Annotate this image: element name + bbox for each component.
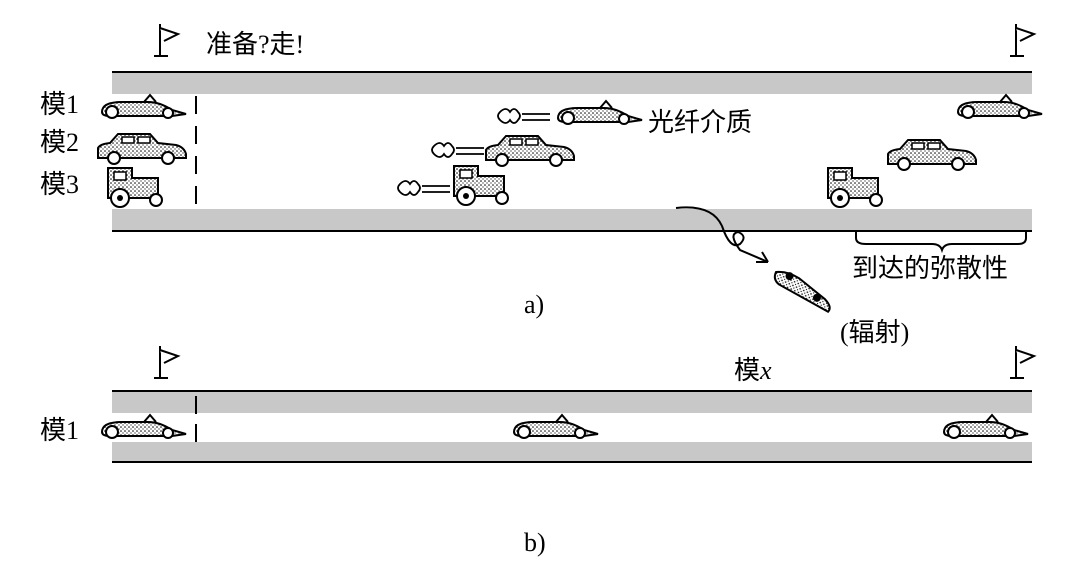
exhaust-icon: [397, 180, 451, 196]
flag-icon: [153, 23, 179, 57]
flag-icon: [1009, 345, 1035, 379]
race-car-icon: [943, 414, 1029, 439]
sedan-car-icon: [485, 135, 575, 167]
fiber-medium-label: 光纤介质: [648, 108, 753, 137]
diagram-a: [97, 23, 1043, 313]
radiation-arrow: [675, 206, 769, 263]
truck-icon: [827, 167, 883, 208]
race-car-icon: [957, 94, 1043, 119]
caption-b: b): [524, 528, 546, 557]
sedan-car-icon: [887, 139, 977, 171]
caption-a: a): [524, 290, 545, 319]
race-car-icon: [101, 94, 187, 119]
flag-icon: [153, 345, 179, 379]
dispersion-bracket: [855, 232, 1027, 254]
flag-icon: [1009, 23, 1035, 57]
radiation-label: (辐射): [840, 318, 910, 347]
truck-icon: [453, 165, 509, 206]
start-text: 准备?走!: [206, 30, 305, 59]
top-cladding-b: [112, 391, 1032, 413]
top-cladding-a: [112, 72, 1032, 94]
diagram-b: [101, 345, 1035, 463]
dispersion-label: 到达的弥散性: [852, 254, 1009, 283]
sedan-car-icon: [97, 133, 187, 165]
race-car-icon: [101, 414, 187, 439]
race-car-icon: [513, 414, 599, 439]
mode-3-label: 模3: [40, 170, 80, 199]
mode-1-label-b: 模1: [40, 416, 80, 445]
bottom-cladding-a: [112, 209, 1032, 231]
race-car-icon: [557, 100, 643, 125]
crashed-car-icon: [773, 270, 831, 313]
mode-1-label: 模1: [40, 90, 80, 119]
mode-2-label: 模2: [40, 128, 80, 157]
exhaust-icon: [431, 142, 485, 158]
mode-x-label: 模x: [734, 356, 772, 385]
truck-icon: [107, 167, 163, 208]
exhaust-icon: [497, 108, 551, 124]
bottom-cladding-b: [112, 442, 1032, 462]
